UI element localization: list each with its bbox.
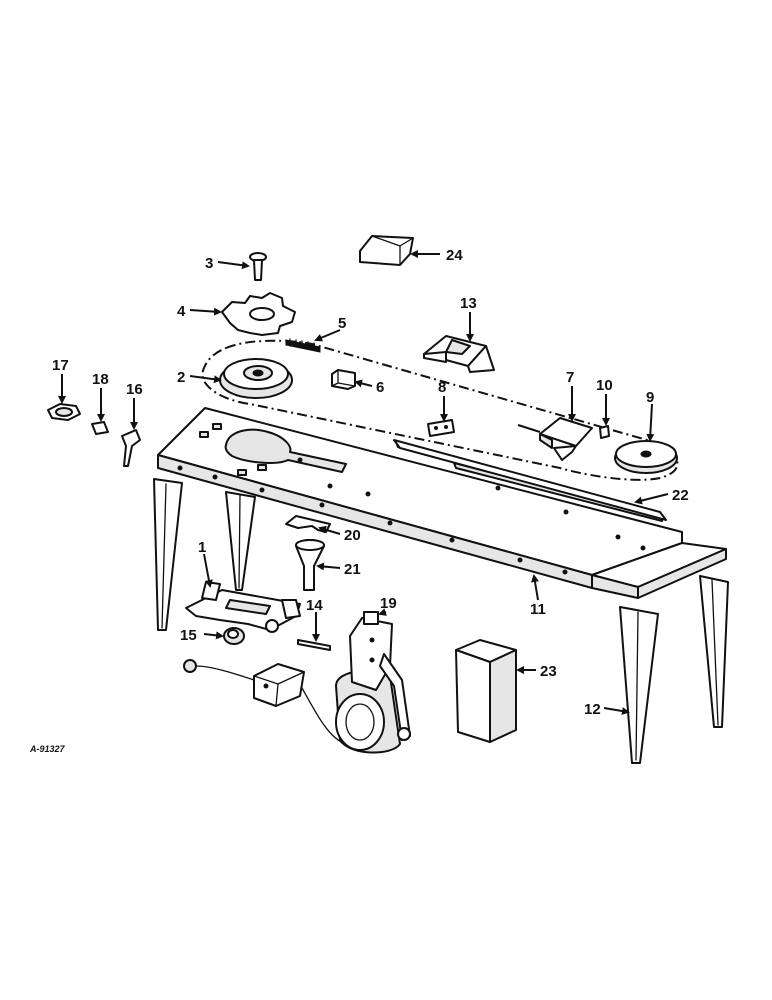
callout-22: 22 bbox=[672, 487, 689, 504]
table-legs bbox=[153, 478, 729, 764]
part-small-plate bbox=[427, 419, 455, 437]
callout-14: 14 bbox=[306, 597, 323, 614]
part-bolt bbox=[249, 252, 267, 281]
callout-15: 15 bbox=[180, 627, 197, 644]
part-guide bbox=[517, 417, 593, 461]
callout-18: 18 bbox=[92, 371, 109, 388]
callout-20: 20 bbox=[344, 527, 361, 544]
callout-21: 21 bbox=[344, 561, 361, 578]
callout-2: 2 bbox=[177, 369, 185, 386]
part-spring bbox=[285, 338, 321, 353]
callout-23: 23 bbox=[540, 663, 557, 680]
part-sprocket bbox=[219, 358, 293, 399]
callout-13: 13 bbox=[460, 295, 477, 312]
part-pin bbox=[297, 639, 331, 651]
callout-11: 11 bbox=[530, 601, 546, 618]
part-switch-box bbox=[183, 659, 351, 747]
part-latch bbox=[121, 429, 141, 467]
part-gasket bbox=[47, 403, 81, 421]
callout-19: 19 bbox=[380, 595, 397, 612]
part-cover-box bbox=[455, 639, 517, 743]
callout-10: 10 bbox=[596, 377, 613, 394]
callout-3: 3 bbox=[205, 255, 213, 272]
callout-8: 8 bbox=[438, 379, 446, 396]
part-bar bbox=[393, 439, 667, 521]
part-mechanism bbox=[185, 581, 301, 633]
part-small-block bbox=[599, 425, 610, 439]
part-mount-bracket bbox=[423, 335, 495, 373]
part-clip bbox=[91, 421, 109, 435]
callout-9: 9 bbox=[646, 389, 654, 406]
part-knob bbox=[223, 627, 245, 645]
part-motor bbox=[335, 611, 411, 754]
callout-12: 12 bbox=[584, 701, 601, 718]
part-funnel bbox=[295, 539, 325, 591]
part-bracket bbox=[359, 235, 414, 266]
part-wheel bbox=[614, 440, 678, 474]
callout-17: 17 bbox=[52, 357, 69, 374]
callout-7: 7 bbox=[566, 369, 574, 386]
callout-24: 24 bbox=[446, 247, 463, 264]
drive-chain bbox=[201, 339, 679, 481]
callout-labels: 24 3 4 5 13 2 6 7 10 9 8 17 18 16 22 20 … bbox=[29, 247, 689, 754]
callout-4: 4 bbox=[177, 303, 186, 320]
part-block bbox=[331, 369, 356, 390]
callout-5: 5 bbox=[338, 315, 346, 332]
part-plate bbox=[221, 292, 296, 336]
reference-code: A-91327 bbox=[29, 744, 66, 754]
callout-6: 6 bbox=[376, 379, 384, 396]
callout-16: 16 bbox=[126, 381, 143, 398]
callout-1: 1 bbox=[198, 539, 206, 556]
leader-lines bbox=[58, 250, 669, 715]
